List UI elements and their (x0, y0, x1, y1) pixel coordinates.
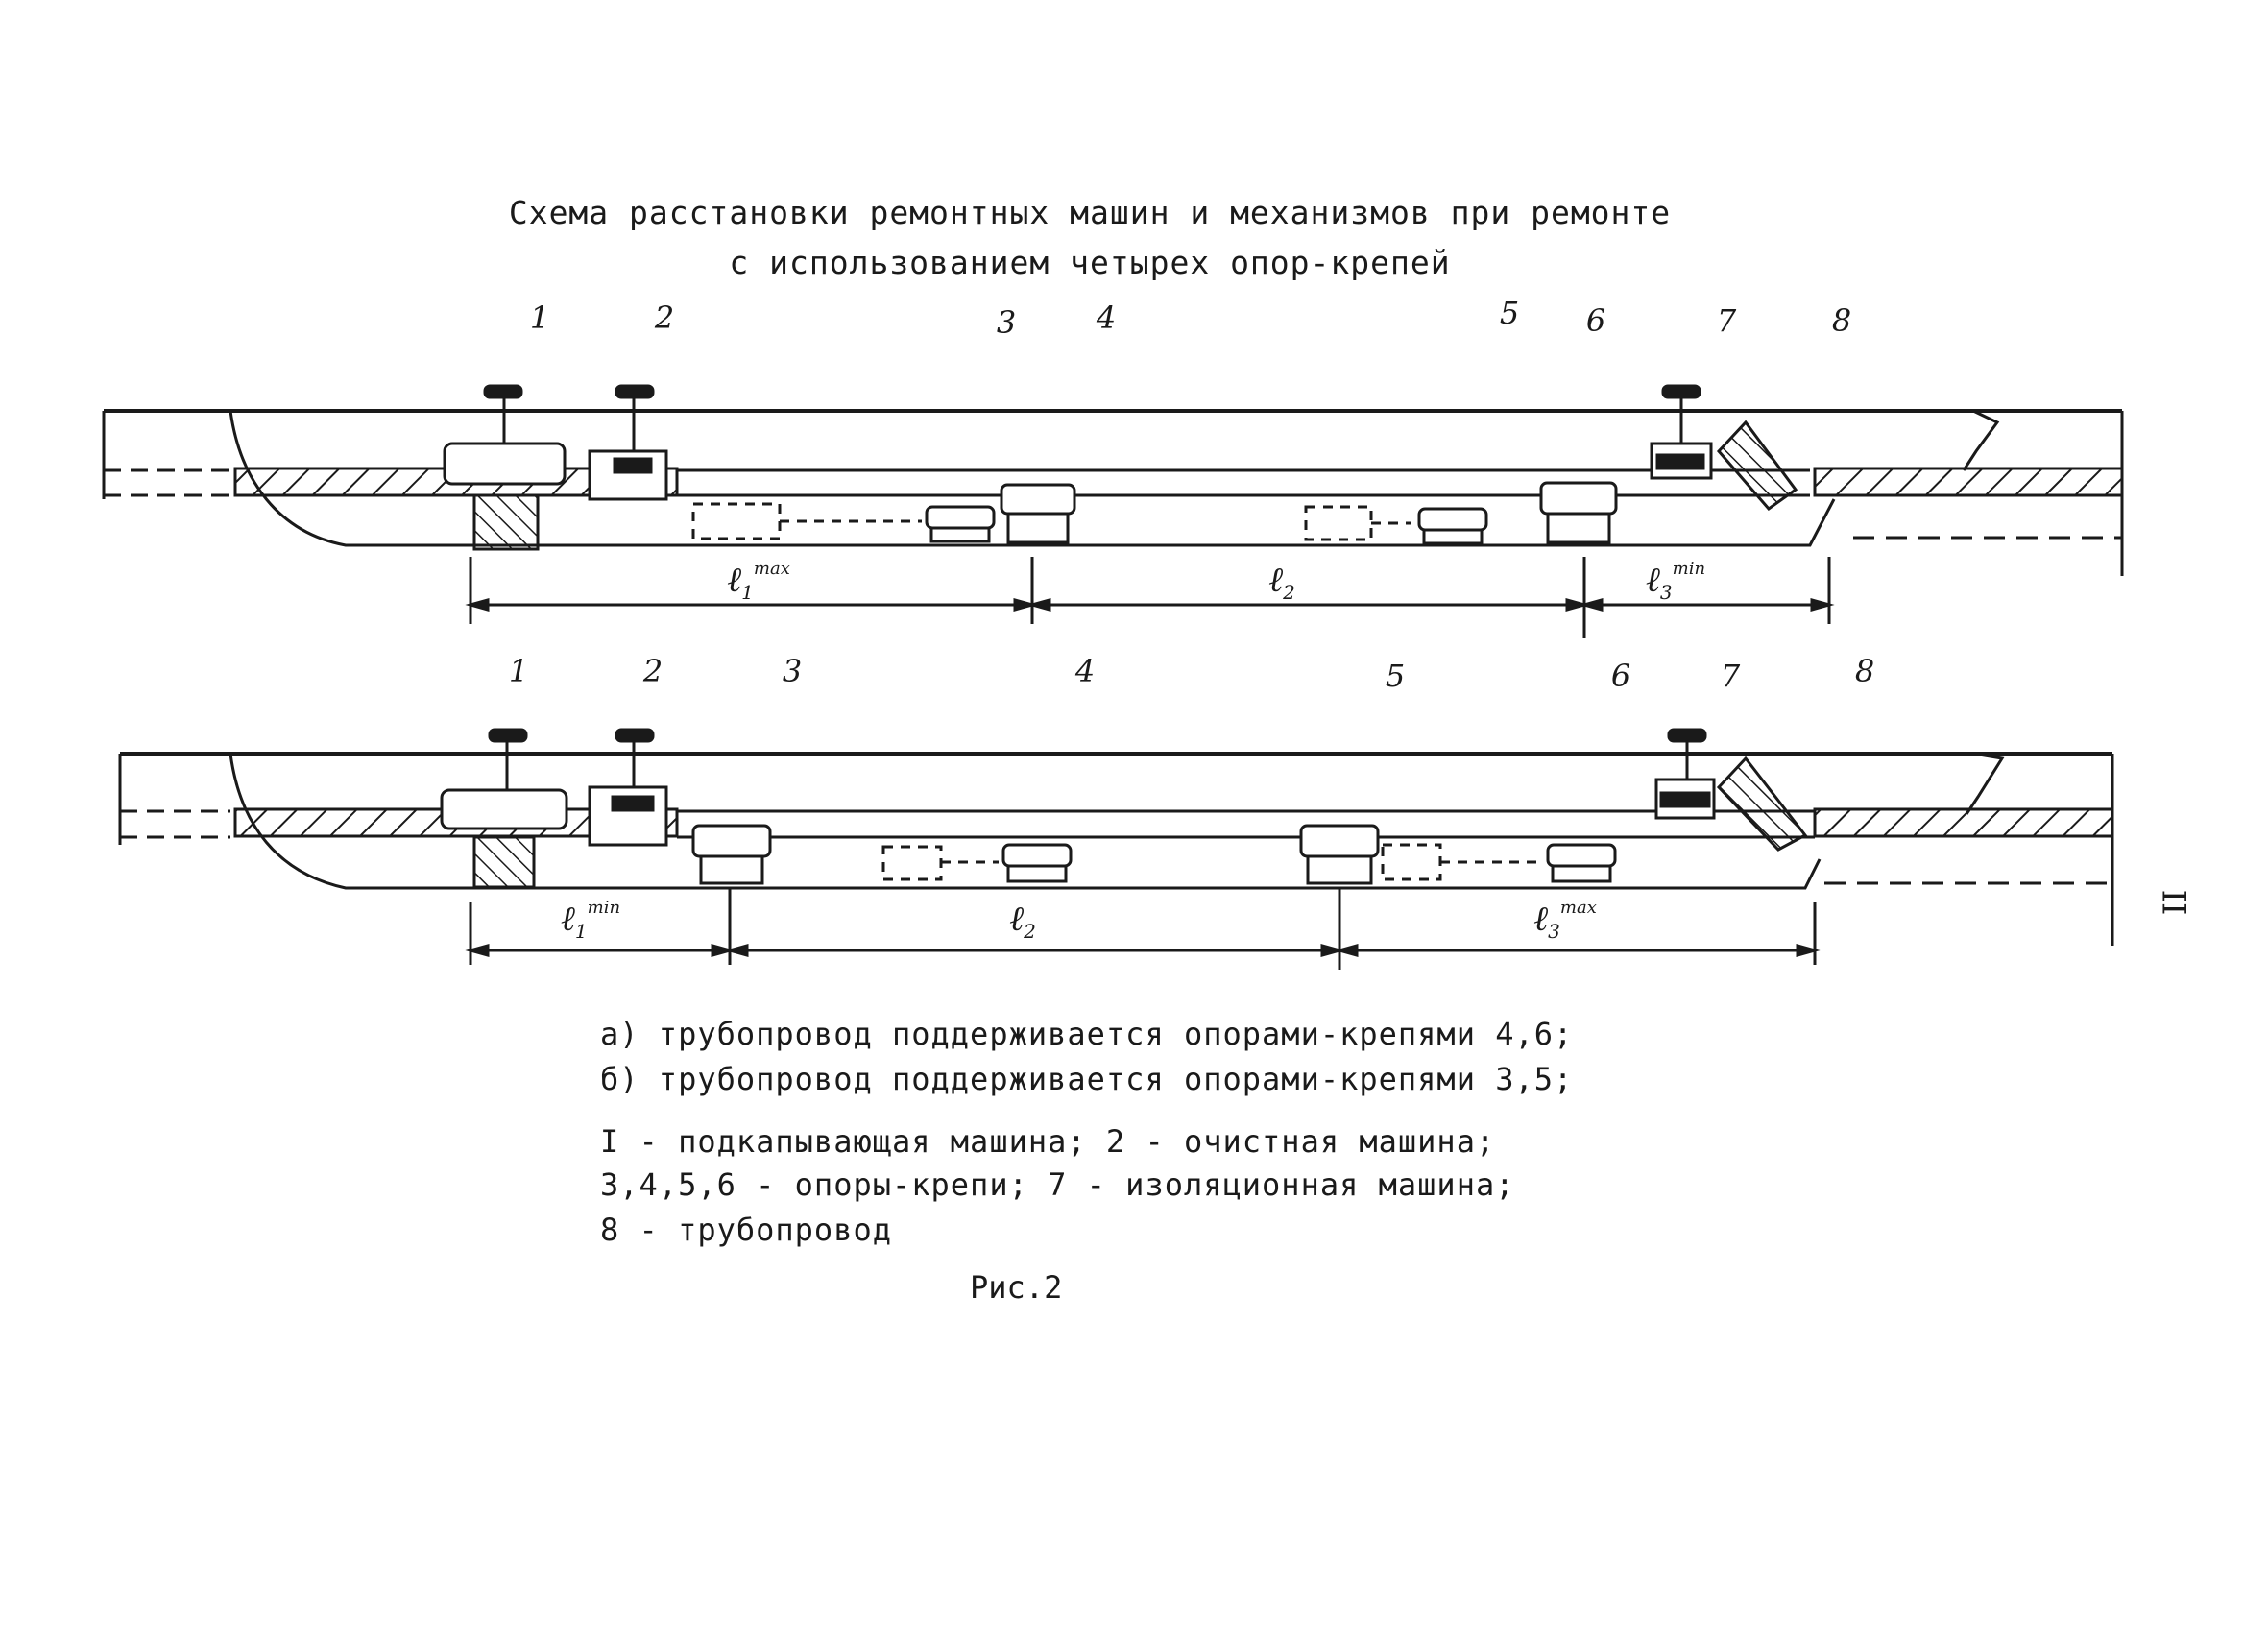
label-b-8: 8 (1854, 653, 1875, 689)
insulating-machine-a (1650, 384, 1798, 512)
label-a-1: 1 (529, 300, 550, 336)
dimension-a-l2: ℓ2 (1268, 561, 1295, 604)
label-a-8: 8 (1831, 302, 1852, 339)
figure-label: Рис.2 (970, 1269, 1063, 1306)
diagram-a (102, 384, 2124, 638)
cleaning-machine-b (588, 728, 668, 847)
caption-variant-a: а) трубопровод поддерживается опорами-кр… (600, 1016, 1574, 1052)
legend-line-3: 8 - трубопровод (600, 1212, 892, 1248)
support-3-b (691, 824, 772, 885)
dimension-b-l2: ℓ2 (1009, 900, 1036, 943)
support-5-b (1299, 824, 1380, 885)
dimension-b-l3: ℓ3max (1533, 898, 1597, 943)
diagram-title-line-1: Схема расстановки ремонтных машин и меха… (508, 194, 1672, 231)
dimension-line-a (465, 557, 1835, 638)
label-a-5: 5 (1499, 295, 1520, 331)
dimension-a-l1: ℓ1max (727, 559, 790, 604)
caption-variant-b: б) трубопровод поддерживается опорами-кр… (600, 1061, 1574, 1097)
legend-line-1: I - подкапывающая машина; 2 - очистная м… (600, 1123, 1496, 1160)
dimension-a-l3: ℓ3min (1645, 559, 1706, 604)
label-a-7: 7 (1716, 302, 1737, 339)
support-6-b (1546, 843, 1617, 883)
legend-line-2: 3,4,5,6 - опоры-крепи; 7 - изоляционная … (600, 1166, 1515, 1203)
support-4-b (1001, 843, 1073, 883)
support-4-a (1000, 483, 1076, 544)
label-a-4: 4 (1096, 300, 1117, 336)
support-5-a-dashed (1304, 505, 1411, 541)
pipe-insulated-right-b (1813, 807, 2114, 838)
label-b-5: 5 (1385, 658, 1406, 694)
digging-machine-b (440, 728, 568, 889)
buried-pipe-left-a (104, 468, 230, 497)
trench-outline-b (229, 753, 1822, 890)
pipe-insulated-right-a (1813, 467, 2124, 497)
buried-pipe-left-b (120, 809, 230, 839)
label-b-6: 6 (1610, 658, 1631, 694)
support-5-a (1417, 507, 1488, 545)
digging-machine-a (443, 384, 567, 551)
label-a-6: 6 (1585, 302, 1606, 339)
page-number: II (2154, 889, 2193, 916)
label-b-1: 1 (508, 653, 529, 689)
cleaning-machine-a (588, 384, 668, 501)
diagram-b (118, 728, 2114, 970)
diagram-title-line-2: с использованием четырех опор-крепей (729, 244, 1451, 281)
label-a-2: 2 (654, 300, 675, 336)
label-b-2: 2 (642, 653, 664, 689)
dimension-b-l1: ℓ1min (560, 898, 621, 943)
label-a-3: 3 (996, 304, 1017, 341)
label-b-3: 3 (782, 653, 803, 689)
support-6-a (1539, 481, 1618, 544)
support-3-a-dashed (691, 502, 922, 540)
label-b-4: 4 (1074, 653, 1096, 689)
label-b-7: 7 (1720, 658, 1741, 694)
support-6-b-dashed (1381, 843, 1541, 881)
insulating-machine-b (1654, 728, 1808, 852)
trench-outline-a (229, 410, 1836, 547)
support-3-a (925, 505, 996, 543)
support-4-b-dashed (881, 845, 999, 881)
dimension-line-b (465, 888, 1821, 970)
